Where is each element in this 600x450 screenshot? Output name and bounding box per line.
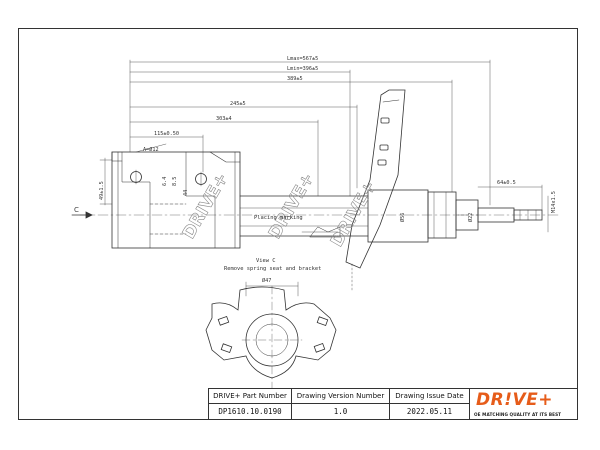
logo-tagline: OE MATCHING QUALITY AT ITS BEST [474,412,562,417]
view-c-arrow-label: C [74,206,79,214]
watermark-3: DRIVE+ [327,178,381,251]
watermark-2: DRIVE+ [265,170,319,243]
dim-389: 389±5 [287,76,303,82]
dim-phi47: Ø47 [262,277,271,284]
spring-seat-bracket [345,89,406,293]
strut-tube [239,195,369,237]
remove-note: Remove spring seat and bracket [224,266,321,272]
placing-marking-label: Placing marking [254,215,303,221]
dim-64: 64±0.5 [497,180,516,186]
dim-245: 245±5 [230,101,246,107]
issue-date-header: Drawing Issue Date [389,388,470,404]
part-number-value: DP1610.10.0190 [208,403,292,420]
part-number-header: DRIVE+ Part Number [208,388,292,404]
watermarks: DRIVE+ DRIVE+ DRIVE+ [179,169,381,251]
dim-lmin: Lmin=396±5 [287,66,318,72]
upper-housing [367,189,479,243]
title-block: DRIVE+ Part Number Drawing Version Numbe… [208,388,578,420]
placing-marking-symbol [309,226,341,238]
dim-phi22: Ø22 [467,213,474,222]
view-c-arrow [71,211,93,219]
dimension-labels: Lmax=567±5 Lmin=396±5 389±5 245±5 303±4 … [99,56,557,284]
dim-49: 49±1.5 [99,181,105,200]
dim-303: 303±4 [216,116,232,122]
dim-115: 115±0.50 [154,131,179,137]
view-c-label: View C [256,258,275,264]
issue-date-value: 2022.05.11 [389,403,470,420]
dim-phi56: Ø56 [399,213,406,222]
strut-body [111,151,241,249]
dim-lmax: Lmax=567±5 [287,56,318,62]
dimension-lines [99,59,549,233]
drive-logo: DR!VE+ OE MATCHING QUALITY AT ITS BEST [469,388,578,420]
watermark-1: DRIVE+ [179,170,233,243]
version-header: Drawing Version Number [291,388,390,404]
dim-m14: M14x1.5 [551,191,557,213]
dim-44: 44 [183,190,189,196]
logo-text: DR!VE+ [476,390,553,410]
version-value: 1.0 [291,403,390,420]
dim-small-2: 8.5 [172,177,178,186]
dim-small-1: 6.4 [162,177,168,186]
dim-a-bolt: A=Ø12 [143,146,159,153]
view-c-section [205,281,337,391]
